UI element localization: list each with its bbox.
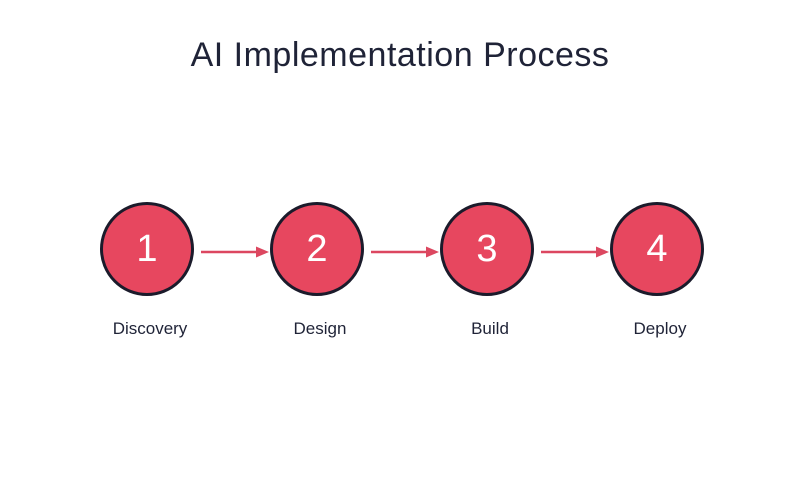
flow-arrow-icon <box>541 246 609 258</box>
stage-label-deploy: Deploy <box>633 319 687 338</box>
stage-node-discovery: 1 <box>100 202 194 296</box>
flow-arrow-icon <box>201 246 269 258</box>
stage-number: 4 <box>646 228 668 270</box>
stage-label-discovery: Discovery <box>112 319 188 338</box>
stage-node-design: 2 <box>270 202 364 296</box>
stage-number: 1 <box>136 228 158 270</box>
stage-node-build: 3 <box>440 202 534 296</box>
stage-number: 3 <box>476 228 498 270</box>
stage-label-design: Design <box>293 319 347 338</box>
stage-label-build: Build <box>471 319 509 338</box>
stage-number: 2 <box>306 228 328 270</box>
stage-node-deploy: 4 <box>610 202 704 296</box>
diagram-title: AI Implementation Process <box>190 36 610 74</box>
flow-arrow-icon <box>371 246 439 258</box>
